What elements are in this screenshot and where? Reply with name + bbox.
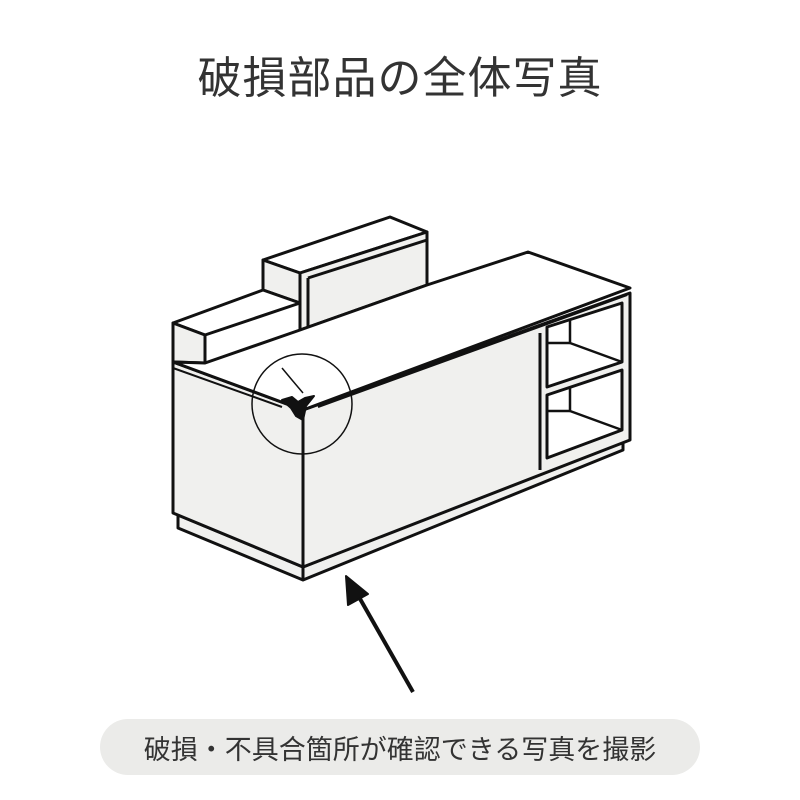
- damage-mark: [281, 395, 315, 421]
- damage-highlight-circle: [251, 353, 353, 455]
- page-title: 破損部品の全体写真: [197, 53, 603, 104]
- cabinet-top: [171, 250, 632, 412]
- caption-text: 破損・不具合箇所が確認できる写真を撮影: [143, 734, 657, 766]
- caption-pill: 破損・不具合箇所が確認できる写真を撮影: [100, 719, 700, 775]
- arrow-icon: [345, 575, 415, 693]
- crack-line: [281, 367, 304, 394]
- left-slab-top: [171, 288, 302, 337]
